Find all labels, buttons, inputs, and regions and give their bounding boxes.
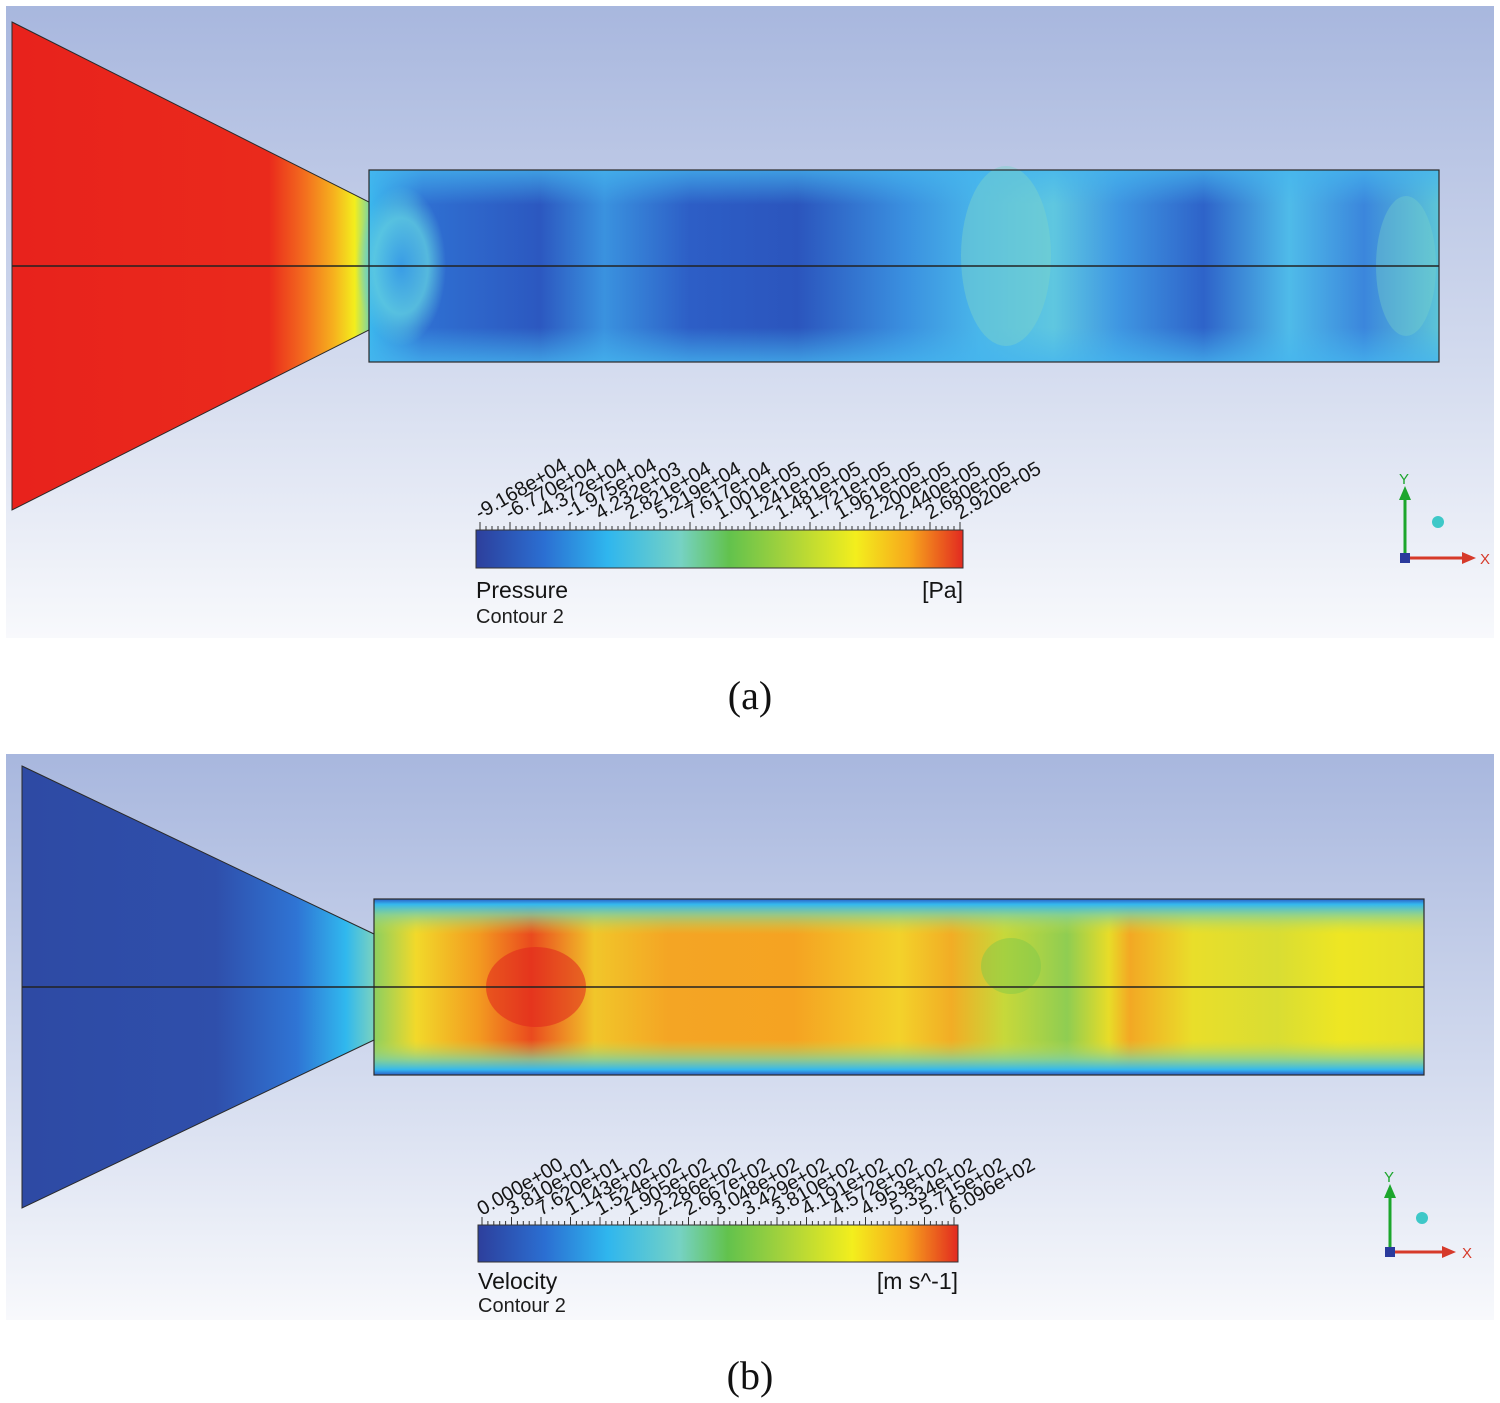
pressure-contour-view: -9.168e+04-6.770e+04-4.372e+04-1.975e+04… (6, 6, 1494, 638)
velocity-legend: 0.000e+003.810e+017.620e+011.143e+021.52… (474, 1154, 1039, 1317)
pressure-contour-panel: -9.168e+04-6.770e+04-4.372e+04-1.975e+04… (6, 6, 1494, 638)
legend-subtitle: Contour 2 (478, 1295, 566, 1317)
velocity-contour-view: 0.000e+003.810e+017.620e+011.143e+021.52… (6, 754, 1494, 1320)
axis-origin-marker (1416, 1212, 1428, 1224)
velocity-colorbar (477, 1224, 959, 1263)
legend-unit: [m s^-1] (877, 1268, 958, 1294)
caption-a: (a) (727, 673, 773, 718)
legend-subtitle: Contour 2 (476, 606, 564, 628)
axis-triad: Y X (1399, 471, 1490, 568)
x-axis-label: X (1462, 1245, 1472, 1262)
pressure-legend: -9.168e+04-6.770e+04-4.372e+04-1.975e+04… (472, 454, 1045, 628)
pressure-colorbar (475, 529, 964, 569)
legend-title: Velocity (478, 1268, 558, 1294)
velocity-legend-ticks: 0.000e+003.810e+017.620e+011.143e+021.52… (474, 1154, 1039, 1221)
legend-unit: [Pa] (922, 577, 963, 603)
y-axis-label: Y (1384, 1169, 1394, 1186)
caption-b: (b) (726, 1353, 774, 1398)
axis-origin-marker (1432, 516, 1444, 528)
y-axis-label: Y (1399, 471, 1409, 488)
pressure-legend-ticks: -9.168e+04-6.770e+04-4.372e+04-1.975e+04… (472, 454, 1045, 524)
axis-triad: Y X (1384, 1169, 1472, 1262)
legend-title: Pressure (476, 577, 568, 603)
x-axis-label: X (1480, 551, 1490, 568)
